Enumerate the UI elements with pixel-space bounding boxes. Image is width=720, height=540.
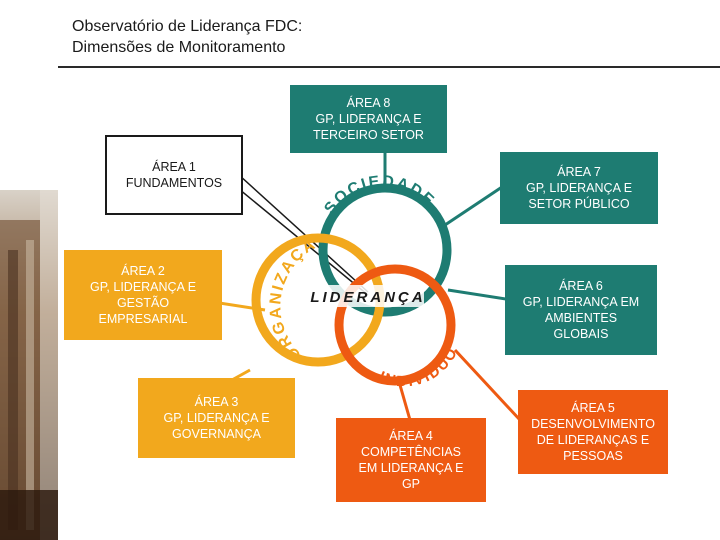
area-1-label: ÁREA 1 FUNDAMENTOS: [125, 160, 223, 190]
area-2-box[interactable]: ÁREA 2 GP, LIDERANÇA E GESTÃO EMPRESARIA…: [64, 250, 222, 340]
connector-line-area5: [453, 348, 522, 422]
area-6-box[interactable]: ÁREA 6 GP, LIDERANÇA EM AMBIENTES GLOBAI…: [505, 265, 657, 355]
area-5-label: ÁREA 5 DESENVOLVIMENTO DE LIDERANÇAS E P…: [531, 401, 655, 463]
building-photo: [0, 190, 58, 540]
area-7-box[interactable]: ÁREA 7 GP, LIDERANÇA E SETOR PÚBLICO: [500, 152, 658, 224]
area-3-box[interactable]: ÁREA 3 GP, LIDERANÇA E GOVERNANÇA: [138, 378, 295, 458]
connector-line-area1-b: [227, 179, 369, 296]
area-2-label: ÁREA 2 GP, LIDERANÇA E GESTÃO EMPRESARIA…: [89, 264, 197, 326]
sociedade-label: SOCIEDADE: [321, 173, 438, 217]
area-7-label: ÁREA 7 GP, LIDERANÇA E SETOR PÚBLICO: [525, 165, 633, 211]
connector-line-area7: [444, 183, 506, 227]
connector-line-area6: [447, 288, 513, 302]
sociedade-ring: [318, 183, 452, 317]
connector-line-area1: [227, 164, 369, 293]
area-3-label: ÁREA 3 GP, LIDERANÇA E GOVERNANÇA: [163, 395, 270, 441]
individuo-ring: [334, 264, 456, 386]
area-4-label: ÁREA 4 COMPETÊNCIAS EM LIDERANÇA E GP: [358, 429, 464, 491]
area-8-label: ÁREA 8 GP, LIDERANÇA E TERCEIRO SETOR: [313, 96, 424, 142]
lideranca-label: LIDERANÇA: [310, 289, 425, 306]
title-line-1: Observatório de Liderança FDC:: [72, 18, 303, 35]
title-line-2: Dimensões de Monitoramento: [72, 39, 286, 56]
title-divider: [58, 66, 720, 68]
slide-title: Observatório de Liderança FDC: Dimensões…: [72, 16, 472, 58]
organizacao-ring: [251, 233, 385, 367]
area-6-label: ÁREA 6 GP, LIDERANÇA EM AMBIENTES GLOBAI…: [522, 279, 640, 341]
area-4-box[interactable]: ÁREA 4 COMPETÊNCIAS EM LIDERANÇA E GP: [336, 418, 486, 502]
individuo-label: INDIVÍDUO: [376, 344, 461, 390]
area-5-box[interactable]: ÁREA 5 DESENVOLVIMENTO DE LIDERANÇAS E P…: [518, 390, 668, 474]
area-1-box[interactable]: ÁREA 1 FUNDAMENTOS: [105, 135, 243, 215]
connector-line-area4: [398, 384, 412, 421]
area-8-box[interactable]: ÁREA 8 GP, LIDERANÇA E TERCEIRO SETOR: [290, 85, 447, 153]
